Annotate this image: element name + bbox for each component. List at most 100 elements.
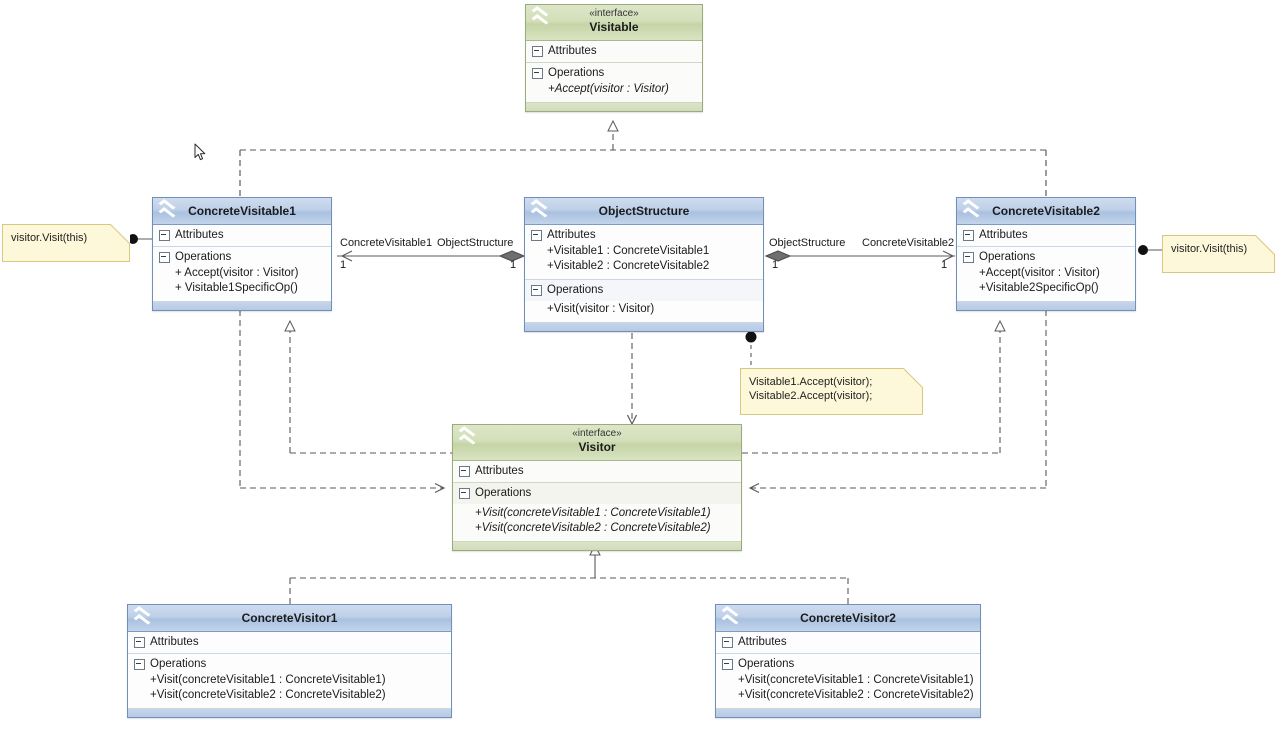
attributes-label: Attributes (150, 636, 199, 648)
collapse-chevron-icon[interactable] (530, 199, 548, 220)
collapse-chevron-icon[interactable] (531, 6, 549, 27)
operations-label: Operations (175, 251, 232, 263)
attributes-section-object-structure[interactable]: Attributes +Visitable1 : ConcreteVisitab… (525, 225, 763, 279)
collapse-chevron-icon[interactable] (158, 199, 176, 220)
operation-item: + Accept(visitor : Visitor) (175, 267, 299, 279)
association-multiplicity-left-source: 1 (340, 259, 347, 271)
operations-label: Operations (738, 658, 795, 670)
operations-label: Operations (547, 284, 604, 296)
operation-item: +Visit(concreteVisitable2 : ConcreteVisi… (475, 522, 711, 534)
operations-section-concrete-visitor2[interactable]: Operations +Visit(concreteVisitable1 : C… (716, 653, 980, 708)
expander-icon[interactable] (531, 285, 542, 296)
operations-section-visitable[interactable]: Operations +Accept(visitor : Visitor) (526, 62, 702, 102)
class-box-visitor[interactable]: «interface» Visitor Attributes Operation… (452, 424, 742, 551)
attributes-section-visitable[interactable]: Attributes (526, 41, 702, 62)
operation-item: + Visitable1SpecificOp() (175, 282, 298, 294)
note-text: visitor.Visit(this) (1171, 243, 1248, 255)
attributes-section-concrete-visitor1[interactable]: Attributes (128, 632, 451, 653)
class-header-object-structure: ObjectStructure (525, 198, 763, 225)
class-name: ConcreteVisitable2 (992, 204, 1100, 218)
operations-label: Operations (150, 658, 207, 670)
note-left[interactable]: visitor.Visit(this) (2, 222, 132, 262)
collapse-chevron-icon[interactable] (133, 606, 151, 627)
operation-item: +Visit(visitor : Visitor) (547, 303, 655, 315)
class-box-concrete-visitor2[interactable]: ConcreteVisitor2 Attributes Operations +… (715, 604, 981, 718)
operations-list-wrap: +Visit(concreteVisitable1 : ConcreteVisi… (453, 504, 741, 541)
class-name: ConcreteVisitor2 (800, 611, 896, 625)
operations-list: +Accept(visitor : Visitor) (532, 81, 696, 99)
expander-icon[interactable] (134, 659, 145, 670)
expander-icon[interactable] (459, 488, 470, 499)
attributes-list: +Visitable1 : ConcreteVisitable1 +Visita… (531, 243, 757, 276)
class-name: ObjectStructure (598, 204, 690, 218)
class-footer (716, 708, 980, 717)
class-box-concrete-visitable1[interactable]: ConcreteVisitable1 Attributes Operations… (152, 197, 332, 311)
operations-section-concrete-visitable1[interactable]: Operations + Accept(visitor : Visitor) +… (153, 246, 331, 301)
attributes-section-concrete-visitable1[interactable]: Attributes (153, 225, 331, 246)
operations-list: + Accept(visitor : Visitor) + Visitable1… (159, 265, 325, 298)
class-header-visitor: «interface» Visitor (453, 425, 741, 461)
association-multiplicity-right-target: 1 (941, 259, 948, 271)
operation-item: +Visitable2SpecificOp() (979, 282, 1099, 294)
expander-icon[interactable] (531, 230, 542, 241)
stereotype-label: «interface» (589, 8, 639, 19)
class-box-object-structure[interactable]: ObjectStructure Attributes +Visitable1 :… (524, 197, 764, 332)
association-multiplicity-left-target: 1 (510, 259, 517, 271)
class-box-concrete-visitor1[interactable]: ConcreteVisitor1 Attributes Operations +… (127, 604, 452, 718)
class-box-concrete-visitable2[interactable]: ConcreteVisitable2 Attributes Operations… (956, 197, 1136, 311)
attribute-item: +Visitable2 : ConcreteVisitable2 (547, 260, 710, 272)
note-center[interactable]: Visitable1.Accept(visitor); Visitable2.A… (740, 366, 925, 415)
operations-label: Operations (548, 67, 605, 79)
expander-icon[interactable] (722, 659, 733, 670)
class-header-concrete-visitable1: ConcreteVisitable1 (153, 198, 331, 225)
note-text-line: Visitable2.Accept(visitor); (749, 390, 873, 402)
association-role-left-target: ObjectStructure (437, 237, 514, 249)
expander-icon[interactable] (159, 252, 170, 263)
operations-label: Operations (979, 251, 1036, 263)
operations-list: +Visit(concreteVisitable1 : ConcreteVisi… (722, 672, 974, 705)
class-footer (453, 541, 741, 550)
class-name: ConcreteVisitable1 (188, 204, 296, 218)
class-footer (153, 301, 331, 310)
operations-list: +Visit(concreteVisitable1 : ConcreteVisi… (459, 505, 735, 538)
expander-icon[interactable] (963, 252, 974, 263)
collapse-chevron-icon[interactable] (721, 606, 739, 627)
association-role-right-source: ObjectStructure (769, 237, 846, 249)
operations-section-concrete-visitable2[interactable]: Operations +Accept(visitor : Visitor) +V… (957, 246, 1135, 301)
class-footer (128, 708, 451, 717)
attributes-section-concrete-visitable2[interactable]: Attributes (957, 225, 1135, 246)
operation-item: +Visit(concreteVisitable1 : ConcreteVisi… (150, 674, 386, 686)
expander-icon[interactable] (532, 46, 543, 57)
class-name: Visitor (578, 440, 616, 454)
attributes-section-visitor[interactable]: Attributes (453, 461, 741, 482)
note-fold-icon (102, 222, 132, 252)
class-box-visitable[interactable]: «interface» Visitable Attributes Operati… (525, 4, 703, 112)
attributes-label: Attributes (547, 229, 596, 241)
expander-icon[interactable] (532, 68, 543, 79)
class-header-visitable: «interface» Visitable (526, 5, 702, 41)
class-name: Visitable (589, 20, 639, 34)
expander-icon[interactable] (134, 637, 145, 648)
operations-section-concrete-visitor1[interactable]: Operations +Visit(concreteVisitable1 : C… (128, 653, 451, 708)
note-right[interactable]: visitor.Visit(this) (1162, 233, 1277, 273)
class-header-concrete-visitor2: ConcreteVisitor2 (716, 605, 980, 632)
association-multiplicity-right-source: 1 (772, 259, 779, 271)
expander-icon[interactable] (459, 466, 470, 477)
operations-section-visitor[interactable]: Operations (453, 482, 741, 504)
collapse-chevron-icon[interactable] (458, 426, 476, 447)
note-text: visitor.Visit(this) (11, 232, 88, 244)
operation-item: +Visit(concreteVisitable1 : ConcreteVisi… (738, 674, 974, 686)
expander-icon[interactable] (722, 637, 733, 648)
class-footer (525, 322, 763, 331)
note-fold-icon (895, 366, 925, 396)
operations-list: +Visit(concreteVisitable1 : ConcreteVisi… (134, 672, 445, 705)
collapse-chevron-icon[interactable] (962, 199, 980, 220)
attributes-section-concrete-visitor2[interactable]: Attributes (716, 632, 980, 653)
class-header-concrete-visitable2: ConcreteVisitable2 (957, 198, 1135, 225)
operations-section-object-structure[interactable]: Operations (525, 279, 763, 301)
operations-label: Operations (475, 487, 532, 499)
attributes-label: Attributes (475, 465, 524, 477)
expander-icon[interactable] (159, 230, 170, 241)
expander-icon[interactable] (963, 230, 974, 241)
